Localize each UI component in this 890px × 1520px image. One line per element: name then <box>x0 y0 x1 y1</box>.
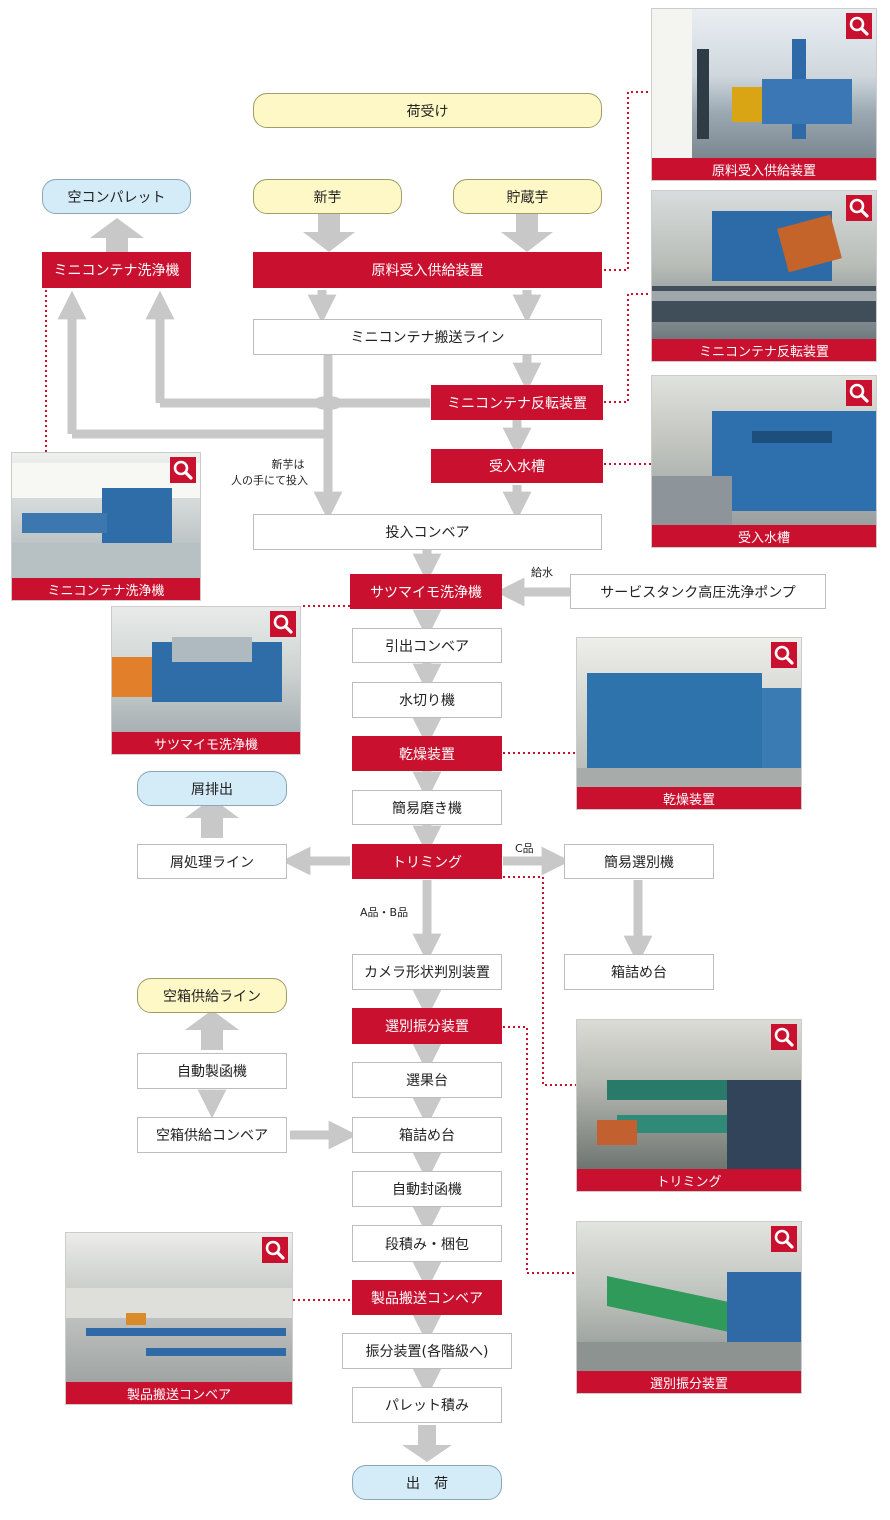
manual-input-note-2: 人の手にて投入 <box>231 474 308 487</box>
empty-pallet-node: 空コンパレット <box>42 179 191 214</box>
photo-caption: 原料受入供給装置 <box>652 158 876 180</box>
container-line-node: ミニコンテナ搬送ライン <box>253 319 602 355</box>
camera-node: カメラ形状判別装置 <box>352 954 502 990</box>
packing-table2-node: 箱詰め台 <box>564 954 714 990</box>
dryer-node: 乾燥装置 <box>352 736 502 771</box>
magnifier-icon[interactable] <box>846 13 872 39</box>
c-grade-note: C品 <box>515 842 534 855</box>
water-tank-node: 受入水槽 <box>431 449 603 483</box>
photo-caption: ミニコンテナ反転装置 <box>652 339 876 361</box>
photo-container-washer[interactable]: ミニコンテナ洗浄機 <box>11 452 201 601</box>
sorter-node: 選別振分装置 <box>352 1008 502 1044</box>
magnifier-icon[interactable] <box>771 642 797 668</box>
stack-node: 段積み・梱包 <box>352 1225 502 1262</box>
photo-caption: ミニコンテナ洗浄機 <box>12 578 200 600</box>
photo-caption: 選別振分装置 <box>577 1371 801 1393</box>
photo-water-tank[interactable]: 受入水槽 <box>651 375 877 548</box>
packing-table-node: 箱詰め台 <box>352 1117 502 1153</box>
container-washer-photo <box>12 453 200 578</box>
container-flip-node: ミニコンテナ反転装置 <box>431 385 603 420</box>
washer-node: サツマイモ洗浄機 <box>350 574 502 609</box>
trimming-photo <box>577 1020 801 1169</box>
container-washer-node: ミニコンテナ洗浄機 <box>42 252 191 288</box>
simple-sorter-node: 簡易選別機 <box>564 844 714 879</box>
sorter-photo <box>577 1222 801 1371</box>
dryer-photo <box>577 638 801 787</box>
photo-caption: サツマイモ洗浄機 <box>112 732 300 754</box>
product-conveyor-photo <box>66 1233 292 1382</box>
photo-container-flip[interactable]: ミニコンテナ反転装置 <box>651 190 877 362</box>
waste-out-node: 屑排出 <box>137 771 287 806</box>
manual-input-note-1: 新芋は <box>271 458 305 471</box>
photo-trimming[interactable]: トリミング <box>576 1019 802 1192</box>
new-potato-node: 新芋 <box>253 179 402 214</box>
empty-box-line-node: 空箱供給ライン <box>137 978 287 1013</box>
waste-line-node: 屑処理ライン <box>137 844 287 879</box>
photo-product-conveyor[interactable]: 製品搬送コンベア <box>65 1232 293 1405</box>
pallet-node: パレット積み <box>352 1387 502 1423</box>
raw-supply-photo <box>652 9 876 158</box>
pull-conveyor-node: 引出コンベア <box>352 628 502 663</box>
trimming-node: トリミング <box>352 844 502 879</box>
service-pump-node: サービスタンク高圧洗浄ポンプ <box>570 574 826 609</box>
water-supply-note: 給水 <box>531 566 553 579</box>
magnifier-icon[interactable] <box>262 1237 288 1263</box>
photo-caption: トリミング <box>577 1169 801 1191</box>
photo-caption: 乾燥装置 <box>577 787 801 809</box>
receive-node: 荷受け <box>253 93 602 128</box>
product-conveyor-node: 製品搬送コンベア <box>352 1280 502 1315</box>
ship-node: 出 荷 <box>352 1465 502 1500</box>
photo-raw-supply[interactable]: 原料受入供給装置 <box>651 8 877 181</box>
container-flip-photo <box>652 191 876 339</box>
dewater-node: 水切り機 <box>352 682 502 718</box>
magnifier-icon[interactable] <box>170 457 196 483</box>
magnifier-icon[interactable] <box>846 380 872 406</box>
box-maker-node: 自動製函機 <box>137 1053 287 1089</box>
washer-photo <box>112 607 300 732</box>
distributor-node: 振分装置(各階級へ) <box>342 1333 512 1369</box>
raw-supply-node: 原料受入供給装置 <box>253 252 602 288</box>
photo-washer[interactable]: サツマイモ洗浄機 <box>111 606 301 755</box>
polish-node: 簡易磨き機 <box>352 790 502 825</box>
stored-potato-node: 貯蔵芋 <box>453 179 602 214</box>
magnifier-icon[interactable] <box>771 1024 797 1050</box>
photo-sorter[interactable]: 選別振分装置 <box>576 1221 802 1394</box>
photo-caption: 製品搬送コンベア <box>66 1382 292 1404</box>
box-conveyor-node: 空箱供給コンベア <box>137 1117 287 1153</box>
magnifier-icon[interactable] <box>846 195 872 221</box>
input-conveyor-node: 投入コンベア <box>253 514 602 550</box>
ab-grade-note: A品・B品 <box>360 906 409 919</box>
photo-dryer[interactable]: 乾燥装置 <box>576 637 802 810</box>
fruit-table-node: 選果台 <box>352 1062 502 1098</box>
magnifier-icon[interactable] <box>771 1226 797 1252</box>
sealer-node: 自動封函機 <box>352 1171 502 1207</box>
magnifier-icon[interactable] <box>270 611 296 637</box>
photo-caption: 受入水槽 <box>652 525 876 547</box>
water-tank-photo <box>652 376 876 525</box>
